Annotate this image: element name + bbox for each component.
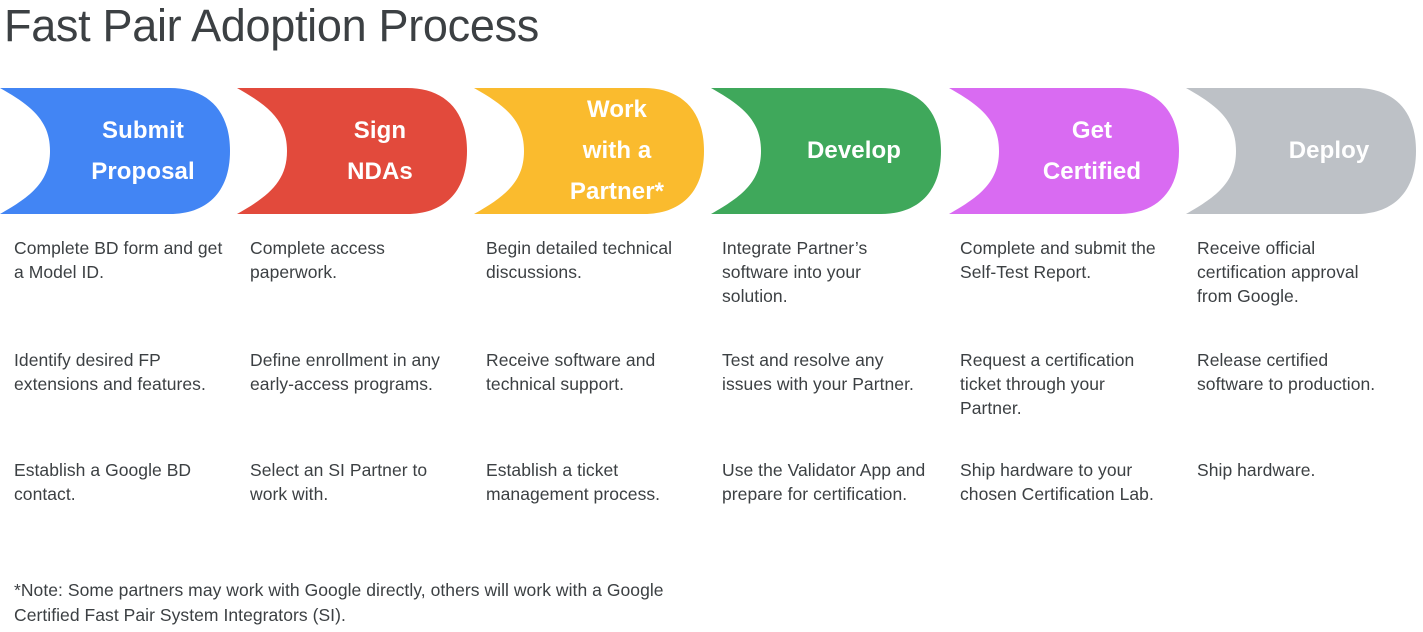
page-title: Fast Pair Adoption Process (4, 0, 539, 51)
chevron-step-4[interactable] (711, 88, 941, 214)
detail-cell-r2c5: Request a certification ticket through y… (960, 350, 1135, 418)
detail-row-3: Establish a Google BD contact. Select an… (0, 458, 1423, 570)
detail-cell-r3c1: Establish a Google BD contact. (14, 460, 192, 504)
detail-cell-r3c2: Select an SI Partner to work with. (250, 460, 428, 504)
detail-cell-r2c3: Receive software and technical support. (486, 350, 656, 394)
detail-row-1: Complete BD form and get a Model ID. Com… (0, 236, 1423, 348)
chevron-step-5[interactable] (949, 88, 1179, 214)
footnote-note: *Note: Some partners may work with Googl… (14, 580, 664, 625)
chevron-step-3[interactable] (474, 88, 704, 214)
detail-cell-r3c5: Ship hardware to your chosen Certificati… (960, 460, 1154, 504)
detail-cell-r1c6: Receive official certification approval … (1197, 238, 1359, 306)
detail-cell-r1c3: Begin detailed technical discussions. (486, 238, 673, 282)
detail-cell-r3c3: Establish a ticket management process. (486, 460, 661, 504)
process-chevron-banner: Submit Proposal Sign NDAs Work with a Pa… (0, 86, 1423, 216)
detail-cell-r1c4: Integrate Partner’s software into your s… (722, 238, 868, 306)
chevron-step-6[interactable] (1186, 88, 1416, 214)
detail-cell-r1c2: Complete access paperwork. (250, 238, 385, 282)
chevron-step-2[interactable] (237, 88, 467, 214)
detail-cell-r2c1: Identify desired FP extensions and featu… (14, 350, 206, 394)
detail-cell-r3c6: Ship hardware. (1197, 460, 1316, 480)
detail-cell-r3c4: Use the Validator App and prepare for ce… (722, 460, 926, 504)
detail-cell-r2c4: Test and resolve any issues with your Pa… (722, 350, 914, 394)
detail-cell-r2c6: Release certified software to production… (1197, 350, 1376, 394)
detail-cell-r2c2: Define enrollment in any early-access pr… (250, 350, 440, 394)
chevron-shapes (0, 88, 1416, 214)
detail-row-2: Identify desired FP extensions and featu… (0, 348, 1423, 458)
detail-cell-r1c1: Complete BD form and get a Model ID. (14, 238, 223, 282)
detail-cell-r1c5: Complete and submit the Self-Test Report… (960, 238, 1156, 282)
process-detail-grid: Complete BD form and get a Model ID. Com… (0, 236, 1423, 570)
chevron-step-1[interactable] (0, 88, 230, 214)
